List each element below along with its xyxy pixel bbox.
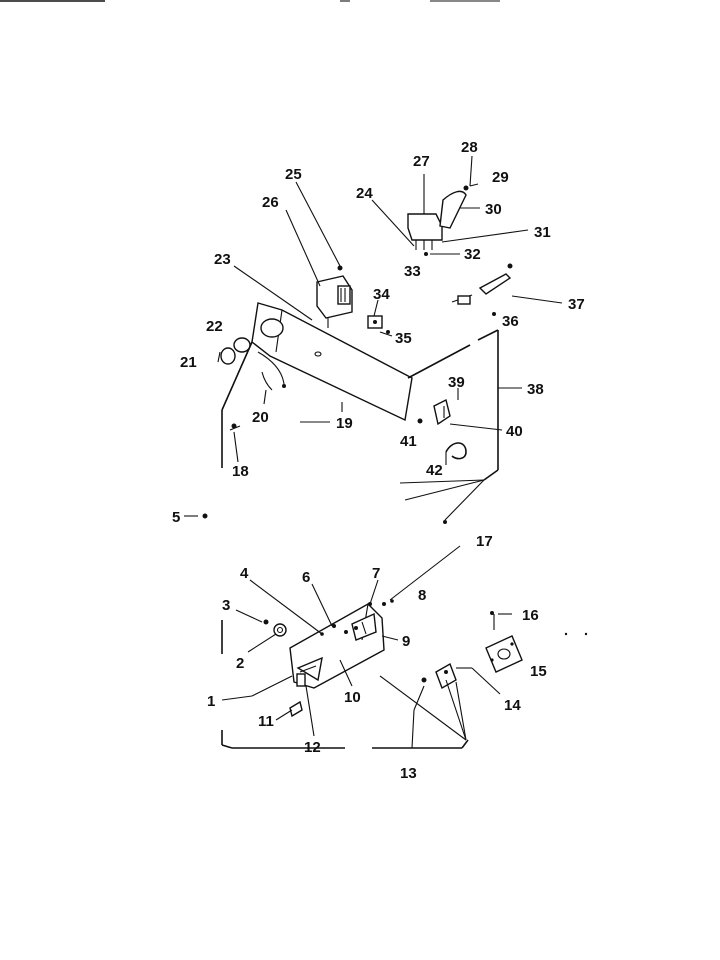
- callout-25: 25: [285, 166, 302, 183]
- mounting-plate: [485, 635, 523, 673]
- door-switch-block: [407, 213, 443, 241]
- callout-24: 24: [356, 185, 373, 202]
- callout-7: 7: [372, 565, 380, 582]
- door-latch: [433, 398, 451, 426]
- lower-bracket-assembly: [202, 513, 588, 749]
- callout-3: 3: [222, 597, 230, 614]
- callout-41: 41: [400, 433, 417, 450]
- callout-26: 26: [262, 194, 279, 211]
- callout-22: 22: [206, 318, 223, 335]
- callout-6: 6: [302, 569, 310, 586]
- callout-27: 27: [413, 153, 430, 170]
- callout-4: 4: [240, 565, 249, 582]
- callout-8: 8: [418, 587, 426, 604]
- callout-11: 11: [258, 713, 274, 730]
- small-bracket: [435, 662, 457, 690]
- callout-38: 38: [527, 381, 544, 398]
- callout-40: 40: [506, 423, 523, 440]
- callout-9: 9: [402, 633, 410, 650]
- callout-30: 30: [485, 201, 502, 218]
- callout-28: 28: [461, 139, 478, 156]
- callout-5: 5: [172, 509, 180, 526]
- callout-29: 29: [492, 169, 509, 186]
- callout-1: 1: [207, 693, 215, 710]
- callout-10: 10: [344, 689, 361, 706]
- callout-36: 36: [502, 313, 519, 330]
- callout-33: 33: [404, 263, 421, 280]
- callout-21: 21: [180, 354, 197, 371]
- callout-35: 35: [395, 330, 412, 347]
- callout-23: 23: [214, 251, 231, 268]
- panel-knob-opening: [260, 318, 284, 338]
- callout-17: 17: [476, 533, 493, 550]
- callout-20: 20: [252, 409, 269, 426]
- callout-14: 14: [504, 697, 521, 714]
- callout-13: 13: [400, 765, 417, 782]
- leader-lines: [184, 155, 563, 737]
- knob: [233, 337, 251, 353]
- control-panel-assembly: [217, 183, 513, 524]
- callout-32: 32: [464, 246, 481, 263]
- callout-18: 18: [232, 463, 249, 480]
- callout-2: 2: [236, 655, 244, 672]
- callout-12: 12: [304, 739, 321, 756]
- callout-42: 42: [426, 462, 443, 479]
- callout-34: 34: [373, 286, 390, 303]
- callout-labels: 1 2 3 4 5 6 7 8 9 10 11 12 13 14 15 16 1…: [172, 139, 585, 782]
- callout-19: 19: [336, 415, 353, 432]
- callout-39: 39: [448, 374, 465, 391]
- callout-16: 16: [522, 607, 539, 624]
- callout-31: 31: [534, 224, 551, 241]
- callout-37: 37: [568, 296, 585, 313]
- callout-15: 15: [530, 663, 547, 680]
